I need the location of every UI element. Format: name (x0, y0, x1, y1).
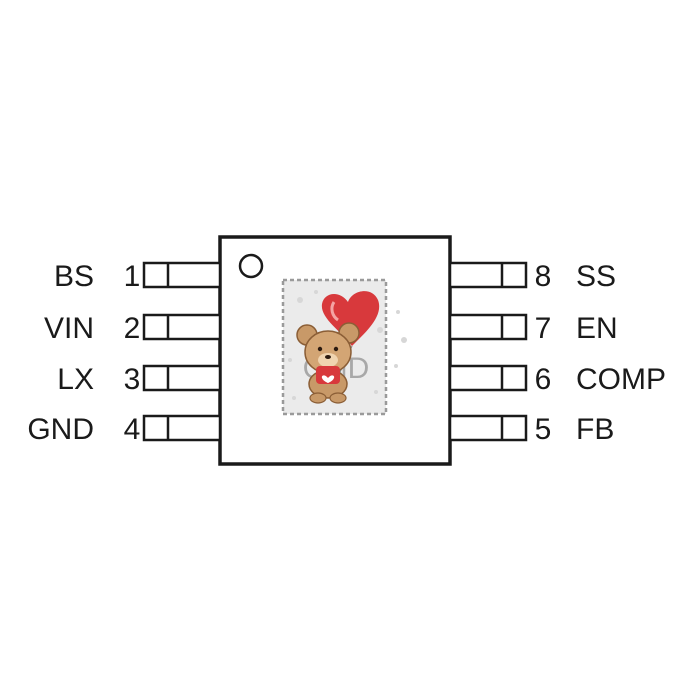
left-pin-labels: 1 BS 2 VIN 3 LX 4 GND (27, 260, 140, 446)
pin-number: 2 (124, 312, 141, 345)
lead-pin-6 (448, 364, 528, 392)
pin-name: LX (57, 363, 94, 396)
right-pin-labels: 8 SS 7 EN 6 COMP 5 FB (535, 260, 666, 446)
pin-name: VIN (44, 312, 94, 345)
pin-number: 7 (535, 312, 552, 345)
pin-number: 4 (124, 413, 141, 446)
lead-pin-3 (142, 364, 222, 392)
pin-number: 1 (124, 260, 141, 293)
lead-pin-5 (448, 414, 528, 442)
pin-number: 5 (535, 413, 552, 446)
pin1-indicator-dot (238, 253, 264, 279)
right-leads (448, 261, 528, 442)
exposed-pad: GND (281, 278, 407, 416)
pin-name: BS (54, 260, 94, 293)
pin-number: 3 (124, 363, 141, 396)
pin-number: 6 (535, 363, 552, 396)
pin-name: FB (576, 413, 614, 446)
pin-name: EN (576, 312, 618, 345)
pin-name: GND (27, 413, 94, 446)
lead-pin-7 (448, 313, 528, 341)
pin-number: 8 (535, 260, 552, 293)
teddy-bear-icon (296, 322, 360, 404)
pin-name: SS (576, 260, 616, 293)
lead-pin-1 (142, 261, 222, 289)
lead-pin-4 (142, 414, 222, 442)
lead-pin-2 (142, 313, 222, 341)
left-leads (142, 261, 222, 442)
lead-pin-8 (448, 261, 528, 289)
pin-name: COMP (576, 363, 666, 396)
